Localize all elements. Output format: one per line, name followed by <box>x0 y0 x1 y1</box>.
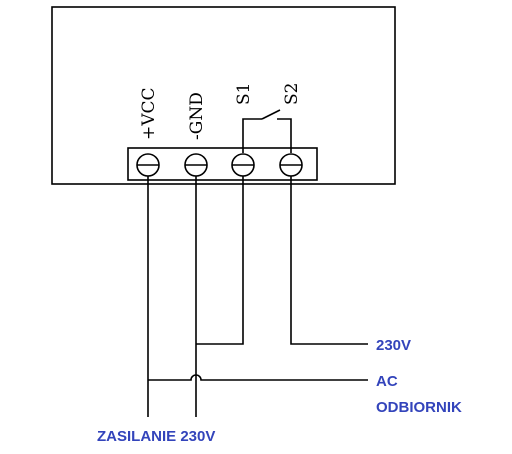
relay-contact-symbol <box>242 109 292 153</box>
terminal-vcc-screw <box>136 153 160 177</box>
wire-s1 <box>196 176 244 345</box>
terminal-s2-screw <box>279 153 303 177</box>
label-zasilanie: ZASILANIE 230V <box>97 428 215 445</box>
wire-ac-load <box>148 374 368 381</box>
terminal-gnd-screw <box>184 153 208 177</box>
wire-s2 <box>290 176 368 345</box>
label-odbiornik: ODBIORNIK <box>376 399 462 416</box>
terminal-label-s2: S2 <box>282 83 302 105</box>
label-ac: AC <box>376 373 398 390</box>
label-230v: 230V <box>376 337 411 354</box>
terminal-label-gnd: -GND <box>187 92 207 140</box>
terminal-label-vcc: +VCC <box>139 87 159 140</box>
terminal-label-s1: S1 <box>234 83 254 105</box>
terminal-s1-screw <box>231 153 255 177</box>
